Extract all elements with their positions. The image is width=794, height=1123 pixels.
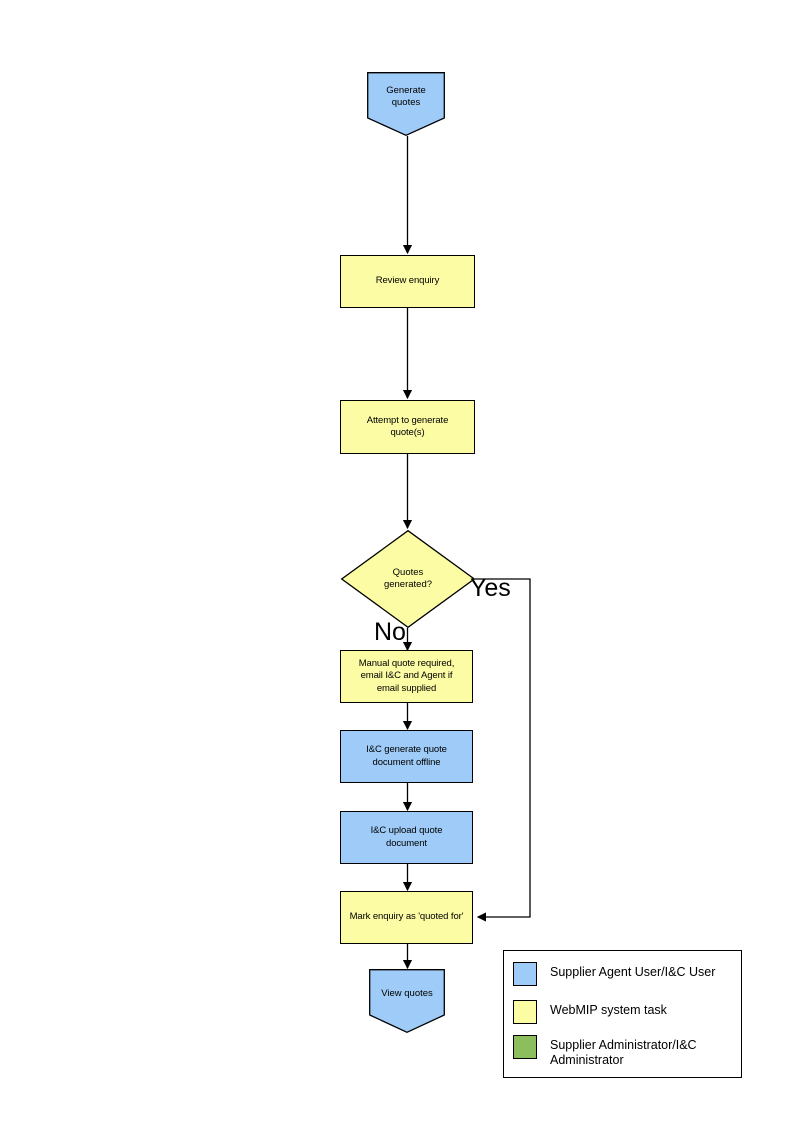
node-manual-quote-required[interactable]: Manual quote required, email I&C and Age…	[340, 650, 473, 703]
legend-panel: Supplier Agent User/I&C User WebMIP syst…	[503, 950, 742, 1078]
legend-label-supplier-administrator: Supplier Administrator/I&C Administrator	[550, 1038, 697, 1067]
node-ic-upload-quote-document[interactable]: I&C upload quote document	[340, 811, 473, 864]
legend-item-webmip-system-task: WebMIP system task	[513, 1000, 667, 1024]
connector-yes-to-mark	[475, 578, 531, 922]
node-review-enquiry-label: Review enquiry	[375, 275, 440, 287]
node-generate-quotes[interactable]: Generate quotes	[367, 72, 445, 137]
node-attempt-generate-quotes[interactable]: Attempt to generate quote(s)	[340, 400, 475, 454]
node-review-enquiry[interactable]: Review enquiry	[340, 255, 475, 308]
node-manual-quote-required-label: Manual quote required, email I&C and Age…	[358, 657, 455, 694]
legend-swatch-yellow-icon	[513, 1000, 537, 1024]
legend-label-webmip-system-task: WebMIP system task	[550, 1003, 667, 1017]
legend-item-supplier-agent-user: Supplier Agent User/I&C User	[513, 962, 715, 986]
decision-diamond-shape	[340, 529, 476, 629]
legend-label-supplier-agent-user: Supplier Agent User/I&C User	[550, 965, 716, 979]
legend-swatch-green-icon	[513, 1035, 537, 1059]
legend-item-supplier-administrator: Supplier Administrator/I&C Administrator	[513, 1035, 697, 1068]
node-quotes-generated-decision[interactable]: Quotes generated?	[340, 529, 476, 629]
node-view-quotes[interactable]: View quotes	[369, 969, 445, 1034]
node-mark-enquiry-quoted-for[interactable]: Mark enquiry as 'quoted for'	[340, 891, 473, 944]
branch-label-no: No	[374, 618, 406, 646]
legend-swatch-blue-icon	[513, 962, 537, 986]
view-quotes-shape	[369, 969, 445, 1034]
node-mark-enquiry-quoted-for-label: Mark enquiry as 'quoted for'	[349, 911, 464, 923]
node-ic-upload-quote-document-label: I&C upload quote document	[370, 825, 443, 849]
generate-quotes-shape	[367, 72, 445, 137]
branch-label-yes: Yes	[470, 574, 511, 602]
node-ic-generate-quote-offline[interactable]: I&C generate quote document offline	[340, 730, 473, 783]
node-ic-generate-quote-offline-label: I&C generate quote document offline	[366, 744, 447, 768]
node-attempt-generate-quotes-label: Attempt to generate quote(s)	[366, 414, 449, 439]
